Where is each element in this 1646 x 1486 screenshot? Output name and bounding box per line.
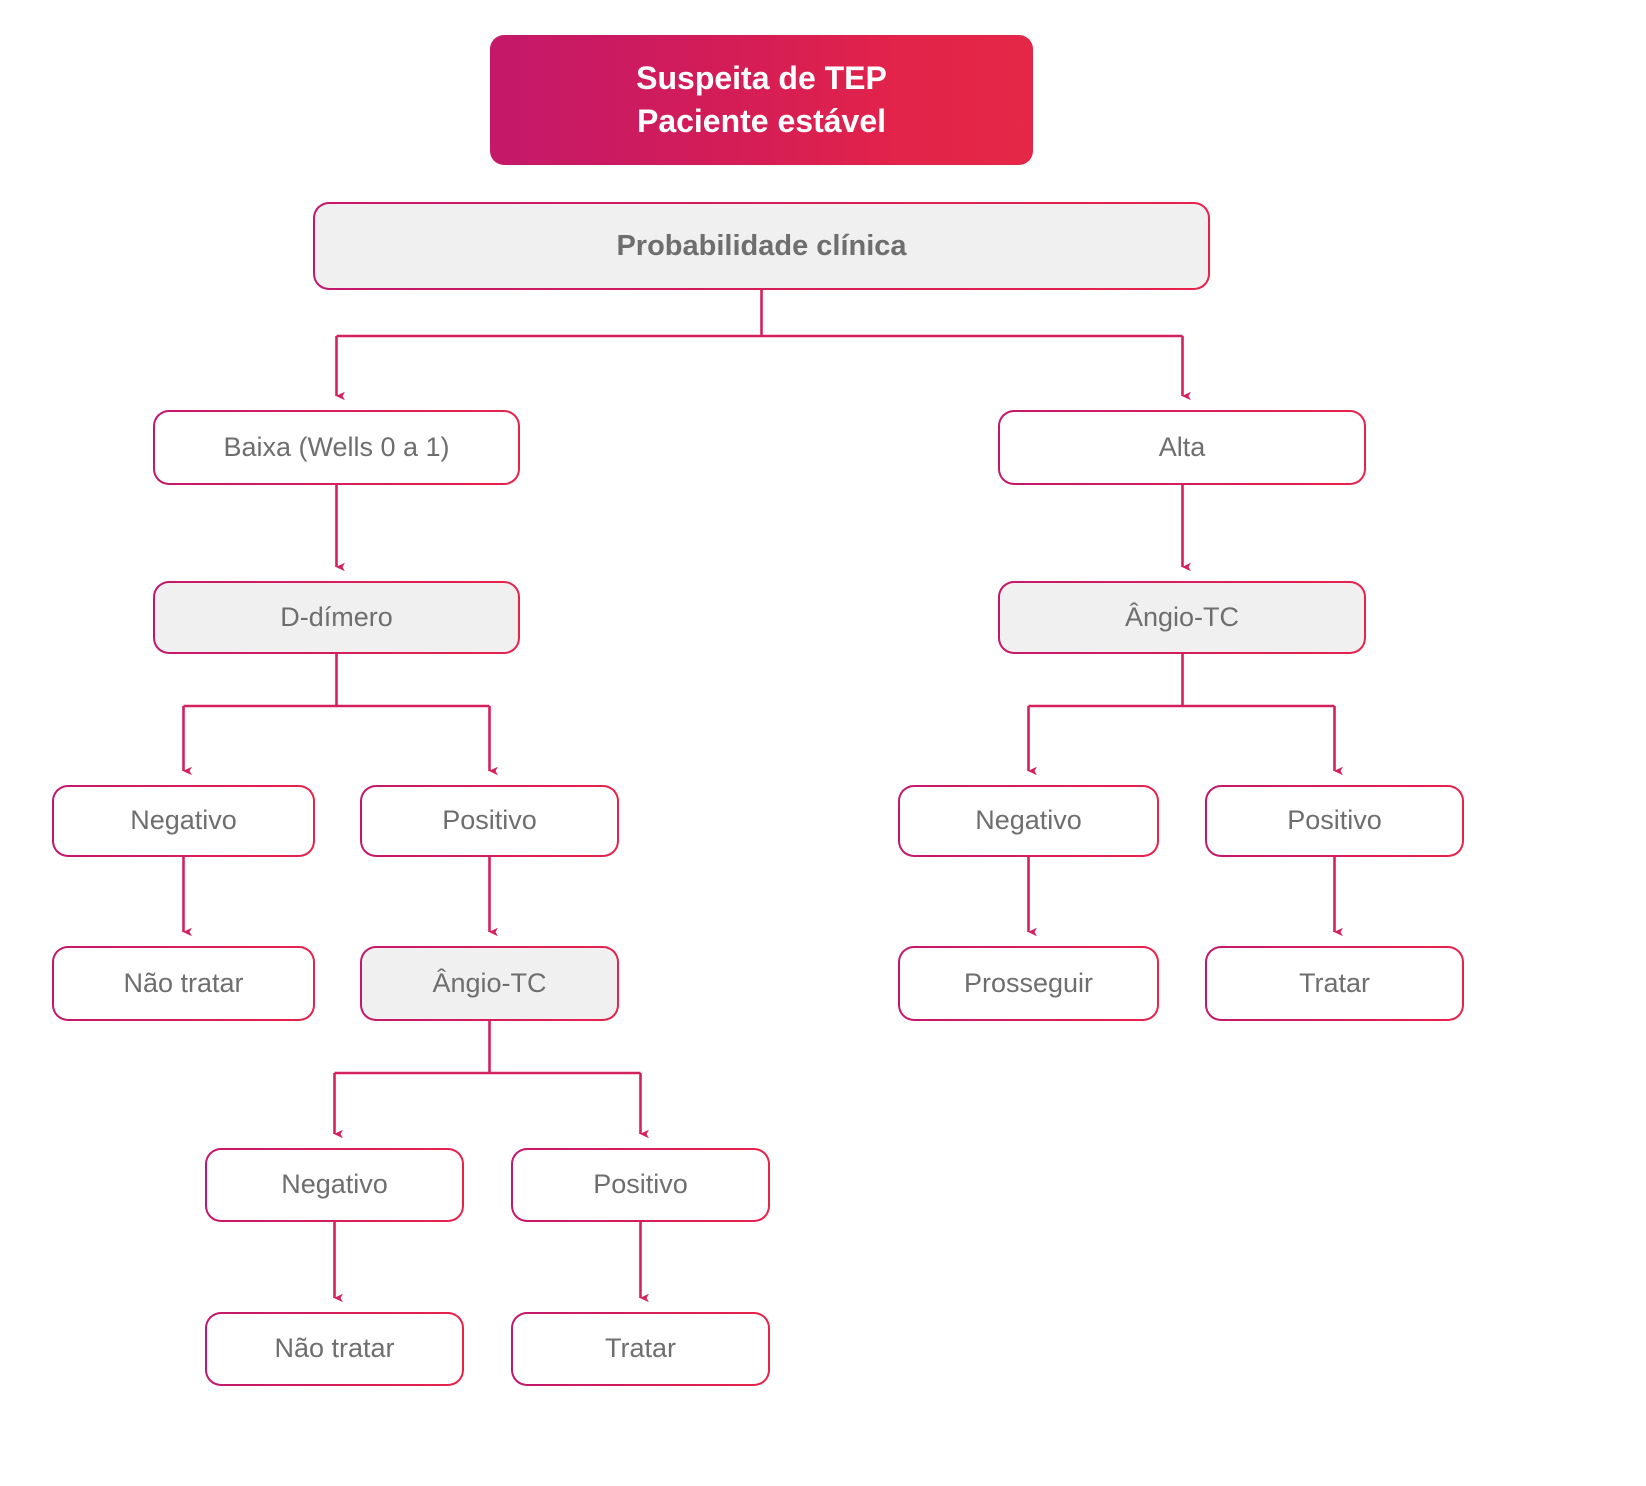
node-baixa: Baixa (Wells 0 a 1) xyxy=(153,410,520,485)
node-dd-negativo: Negativo xyxy=(52,785,315,857)
node-dd-positivo: Positivo xyxy=(360,785,619,857)
node-tratar-2: Tratar xyxy=(511,1312,770,1386)
node-label: Negativo xyxy=(281,1169,388,1200)
node-tc2-positivo: Positivo xyxy=(511,1148,770,1222)
header-suspeita-tep: Suspeita de TEP Paciente estável xyxy=(490,35,1033,165)
node-alta: Alta xyxy=(998,410,1366,485)
node-tratar-1: Tratar xyxy=(1205,946,1464,1021)
node-label: Ângio-TC xyxy=(1124,601,1240,632)
node-root: Probabilidade clínica xyxy=(313,202,1210,290)
node-label: Positivo xyxy=(1287,805,1382,836)
node-angiotc-alta: Ângio-TC xyxy=(998,581,1366,654)
node-label: D-dímero xyxy=(280,601,393,632)
node-label: Ângio-TC xyxy=(432,967,547,998)
edge-root-split xyxy=(335,290,1191,401)
node-label: Alta xyxy=(1158,431,1206,462)
node-tc-negativo: Negativo xyxy=(898,785,1159,857)
edge-ddimero-split xyxy=(182,654,498,776)
node-nao-tratar-1: Não tratar xyxy=(52,946,315,1021)
header-line-2: Paciente estável xyxy=(636,103,887,139)
node-label: Positivo xyxy=(442,805,537,836)
edge-angiotc-baixa-split xyxy=(333,1021,649,1139)
node-label: Negativo xyxy=(975,805,1082,836)
node-label: Não tratar xyxy=(274,1333,395,1364)
edge-angiotc-alta-split xyxy=(1027,654,1343,776)
node-label: Negativo xyxy=(130,805,237,836)
node-tc2-negativo: Negativo xyxy=(205,1148,464,1222)
header-line-1: Suspeita de TEP xyxy=(636,59,887,96)
node-label: Tratar xyxy=(1298,967,1370,998)
node-nao-tratar-2: Não tratar xyxy=(205,1312,464,1386)
node-tc-positivo: Positivo xyxy=(1205,785,1464,857)
node-label: Prosseguir xyxy=(963,967,1094,998)
node-label: Baixa (Wells 0 a 1) xyxy=(223,431,450,462)
node-ddimero: D-dímero xyxy=(153,581,520,654)
node-label: Positivo xyxy=(593,1169,688,1200)
node-prosseguir: Prosseguir xyxy=(898,946,1159,1021)
node-label: Probabilidade clínica xyxy=(616,229,907,262)
node-label: Tratar xyxy=(604,1333,676,1364)
node-angiotc-baixa: Ângio-TC xyxy=(360,946,619,1021)
node-label: Não tratar xyxy=(123,967,244,998)
